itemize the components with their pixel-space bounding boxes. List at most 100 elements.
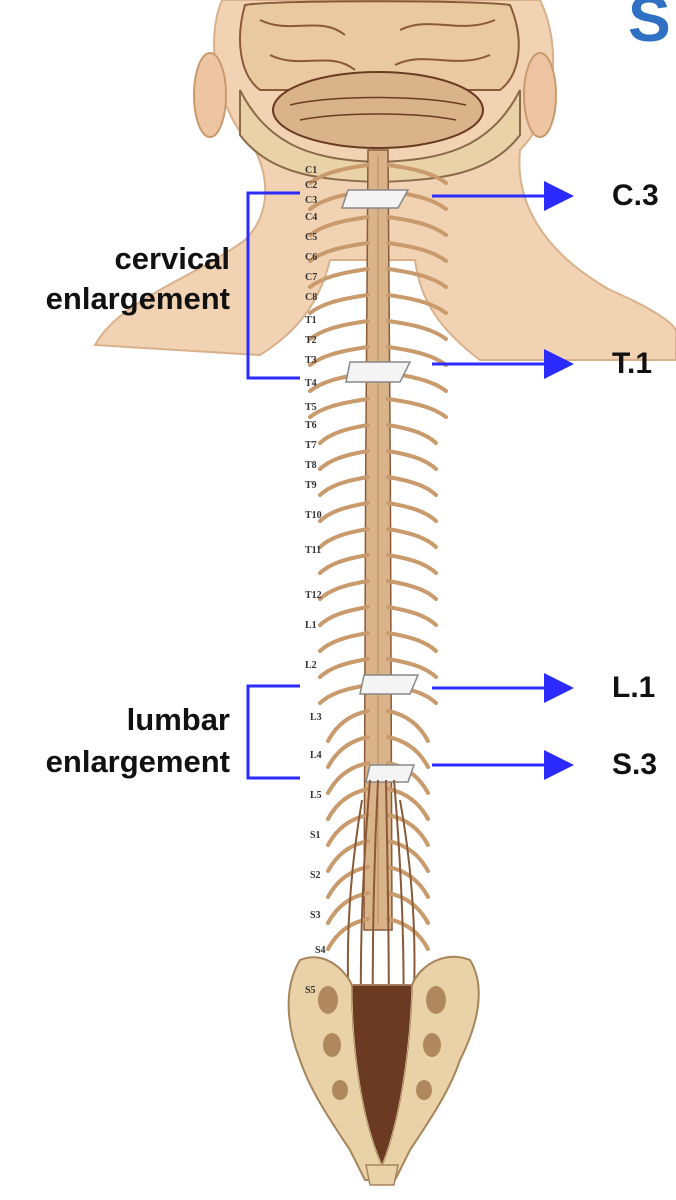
- nerve-root-left: [308, 293, 370, 315]
- nerve-root-left: [318, 631, 370, 653]
- vertebra-label: T4: [305, 378, 317, 389]
- nerve-root-right: [386, 293, 448, 315]
- level-label-s3: S.3: [612, 748, 658, 781]
- vertebra-label: T10: [305, 510, 322, 521]
- nerve-root-right: [386, 761, 430, 795]
- nerve-root-left: [326, 735, 370, 769]
- vertebra-label: T6: [305, 420, 317, 431]
- vertebra-label: S5: [305, 985, 316, 996]
- nerve-root-right: [386, 163, 448, 185]
- vertebra-label: S1: [310, 830, 321, 841]
- nerve-root-left: [308, 397, 370, 419]
- nerve-root-right: [386, 735, 430, 769]
- vertebra-label: T9: [305, 480, 317, 491]
- nerve-root-right: [386, 475, 438, 497]
- nerve-root-right: [386, 241, 448, 263]
- vertebra-label: T3: [305, 355, 317, 366]
- vertebra-label: T8: [305, 460, 317, 471]
- nerve-root-right: [386, 813, 430, 847]
- vertebra-label: T2: [305, 335, 317, 346]
- level-marker-s3: [365, 764, 416, 783]
- nerve-root-left: [308, 241, 370, 263]
- cervical-label-line2: enlargement: [45, 281, 230, 316]
- vertebra-label: C7: [305, 272, 318, 283]
- nerve-root-left: [318, 579, 370, 601]
- vertebra-label: C5: [305, 232, 318, 243]
- vertebra-label: L4: [310, 750, 322, 761]
- nerve-root-right: [386, 267, 448, 289]
- vertebra-label: T1: [305, 315, 317, 326]
- nerve-root-right: [386, 501, 438, 523]
- nerve-root-left: [326, 761, 370, 795]
- brain: [239, 0, 520, 91]
- nerve-root-left: [308, 345, 370, 367]
- nerve-root-right: [386, 631, 438, 653]
- sacral-foramina: [318, 986, 446, 1100]
- vertebra-label: S3: [310, 910, 321, 921]
- nerve-root-left: [318, 553, 370, 575]
- brain-folds: [259, 19, 496, 71]
- nerve-root-left: [326, 813, 370, 847]
- nerve-root-left: [318, 423, 370, 445]
- vertebra-label: L5: [310, 790, 322, 801]
- vertebra-label: L2: [305, 660, 317, 671]
- nerve-root-right: [386, 449, 438, 471]
- nerve-root-left: [326, 787, 370, 821]
- level-label-t1: T.1: [612, 347, 653, 380]
- nerve-root-right: [386, 579, 438, 601]
- vertebra-label: C8: [305, 292, 318, 303]
- left-ear: [193, 52, 227, 138]
- nerve-root-left: [318, 657, 370, 679]
- nerve-root-right: [386, 839, 430, 873]
- vertebra-label: T12: [305, 590, 322, 601]
- nerve-root-left: [318, 527, 370, 549]
- level-label-c3: C.3: [612, 179, 659, 212]
- vertebra-label: C1: [305, 165, 318, 176]
- nerve-root-right: [386, 865, 430, 899]
- nerve-root-left: [318, 605, 370, 627]
- vertebra-label: T7: [305, 440, 317, 451]
- level-marker-l1: [359, 674, 420, 695]
- nerve-root-right: [386, 787, 430, 821]
- nerve-root-left: [326, 709, 370, 743]
- nerve-root-right: [386, 553, 438, 575]
- right-ear: [523, 52, 557, 138]
- nerve-root-right: [386, 423, 438, 445]
- nerve-root-left: [308, 319, 370, 341]
- level-marker-c3: [340, 189, 410, 209]
- corner-title-fragment: S: [628, 0, 671, 55]
- lumbar-label-line1: lumbar: [126, 702, 230, 737]
- nerve-root-left: [308, 163, 370, 185]
- cerebellum-folds: [289, 96, 467, 121]
- vertebra-label: C4: [305, 212, 318, 223]
- nerve-root-right: [386, 605, 438, 627]
- vertebra-label: T11: [305, 545, 322, 556]
- vertebra-label: L3: [310, 712, 322, 723]
- lumbar-label-line2: enlargement: [45, 744, 230, 779]
- nerve-root-left: [318, 475, 370, 497]
- nerve-root-right: [386, 319, 448, 341]
- vertebra-label: T5: [305, 402, 317, 413]
- vertebra-label: S2: [310, 870, 321, 881]
- nerve-root-left: [318, 501, 370, 523]
- level-marker-t1: [345, 361, 412, 383]
- nerve-root-right: [386, 215, 448, 237]
- vertebra-label: C6: [305, 252, 318, 263]
- nerve-root-right: [386, 527, 438, 549]
- nerve-root-right: [386, 917, 430, 951]
- nerve-root-left: [308, 215, 370, 237]
- cervical-label-line1: cervical: [114, 241, 231, 276]
- cerebellum: [272, 71, 484, 149]
- nerve-root-right: [386, 657, 438, 679]
- vertebra-label: C3: [305, 195, 318, 206]
- vertebra-label: L1: [305, 620, 317, 631]
- vertebra-label: S4: [315, 945, 326, 956]
- coccyx: [365, 1164, 399, 1186]
- vertebra-label: C2: [305, 180, 318, 191]
- nerve-root-left: [326, 839, 370, 873]
- nerve-root-left: [318, 449, 370, 471]
- nerve-root-left: [326, 917, 370, 951]
- nerve-root-left: [308, 267, 370, 289]
- cervical-bracket: [246, 191, 300, 380]
